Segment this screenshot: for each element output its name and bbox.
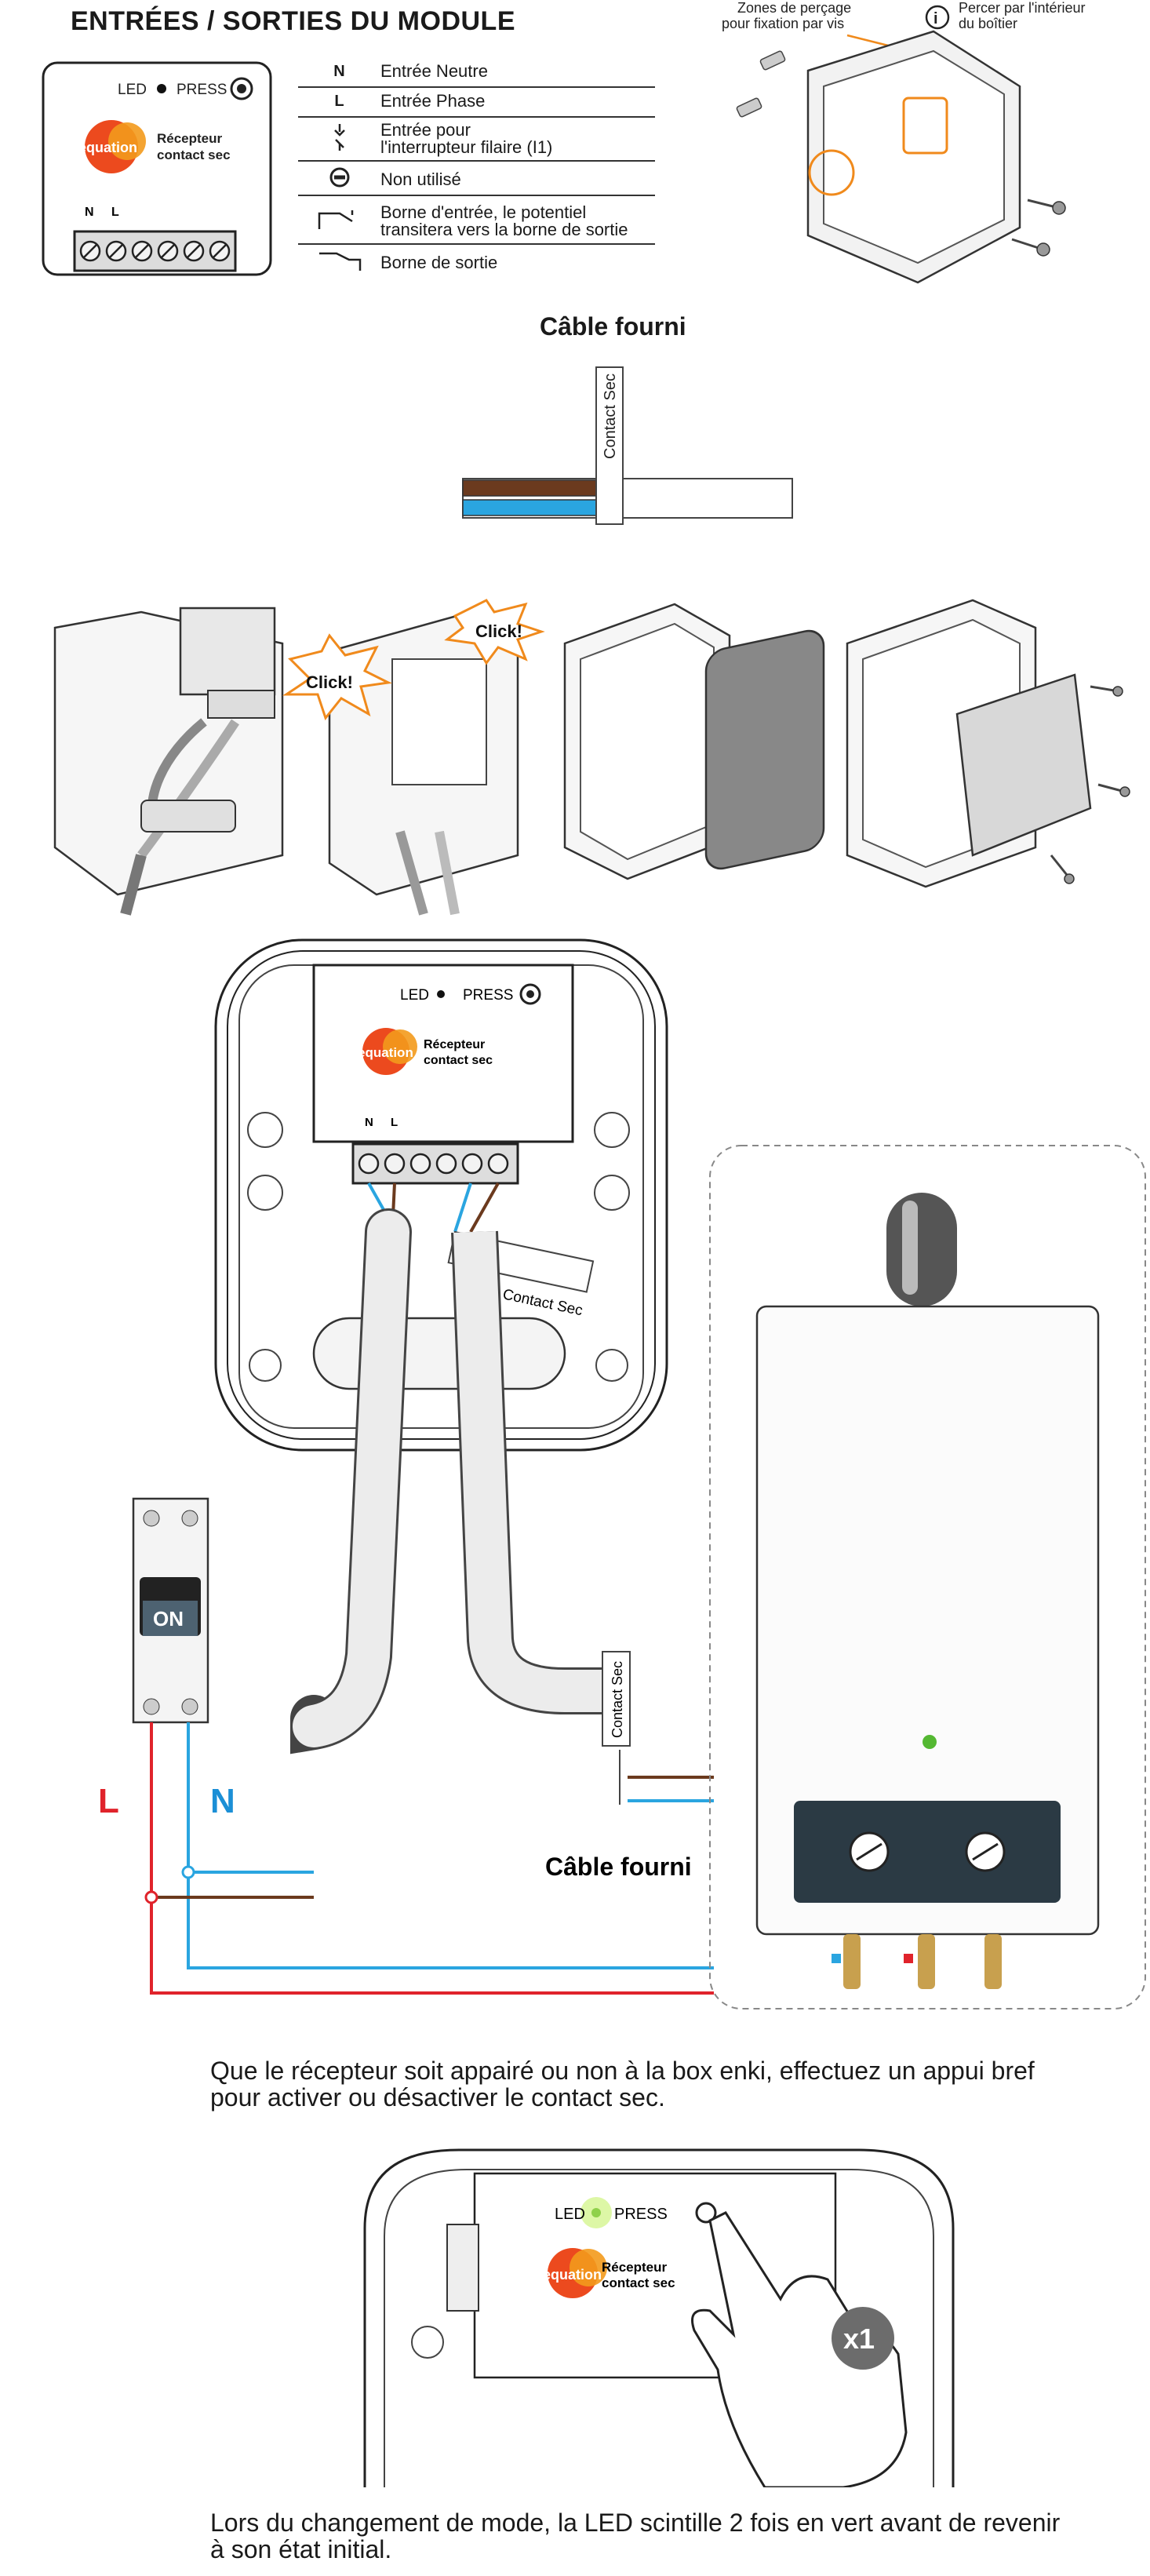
legend-label-line2: transitera vers la borne de sortie xyxy=(380,220,628,239)
installed-brand: equation xyxy=(358,1045,413,1060)
wiring-diagram: LED PRESS equation Récepteur contact sec… xyxy=(98,938,1146,2009)
press-button-icon[interactable] xyxy=(230,77,253,100)
click-burst-icon xyxy=(444,599,545,665)
drill-zone-marker xyxy=(808,149,855,196)
legend-label-line2: l'interrupteur filaire (I1) xyxy=(380,137,553,157)
boiler-flue xyxy=(886,1193,957,1306)
module-press-label: PRESS xyxy=(177,82,227,98)
installed-product-line2: contact sec xyxy=(424,1054,493,1067)
neutral-wire xyxy=(187,1722,714,1969)
installed-press-label: PRESS xyxy=(463,987,513,1004)
press-illustration: LED PRESS equation Récepteur contact sec… xyxy=(363,2148,955,2487)
legend-label: Borne d'entrée, le potentiel xyxy=(380,202,587,222)
led-instruction-line2: à son état initial. xyxy=(210,2535,392,2563)
wiring-sleeve-label: Contact Sec xyxy=(610,1661,625,1738)
module-brand: equation xyxy=(78,140,137,155)
blue-wire xyxy=(462,499,605,516)
output-terminal-icon xyxy=(318,252,361,271)
installed-product-line1: Récepteur xyxy=(424,1038,485,1051)
drill-zones-label: Zones de perçage xyxy=(737,0,851,16)
legend-row: Non utilisé Non utilisé xyxy=(298,165,655,196)
module-diagram: LED PRESS equation Récepteur contact sec… xyxy=(42,61,272,276)
legend-label-visible: Non utilisé xyxy=(380,169,461,189)
legend-row: Entrée pour l'interrupteur filaire (I1) xyxy=(298,118,655,162)
breaker-on-label: ON xyxy=(153,1607,184,1630)
switch-input-icon xyxy=(333,124,345,151)
press-product-line1: Récepteur xyxy=(602,2260,668,2275)
heater-control-panel xyxy=(794,1801,1061,1903)
led-dot-icon xyxy=(157,84,166,93)
cable-title: Câble fourni xyxy=(540,312,686,341)
terminal-l-label: L xyxy=(111,206,119,219)
legend-row: N Entrée Neutre xyxy=(298,56,655,88)
breaker-switch[interactable] xyxy=(143,1601,198,1636)
step-4-illustration xyxy=(846,599,1130,888)
step-2-illustration: Click! Click! xyxy=(282,599,545,916)
svg-text:i: i xyxy=(933,10,938,27)
installed-led-label: LED xyxy=(400,987,429,1004)
step-3-illustration xyxy=(563,603,825,880)
legend-label: Entrée pour xyxy=(380,120,471,140)
terminal-n-label: N xyxy=(85,206,94,219)
heater-led-icon xyxy=(923,1735,937,1749)
press-count: x1 xyxy=(843,2323,875,2355)
legend-symbol: L xyxy=(334,92,344,110)
contact-sec-sleeve xyxy=(595,366,624,525)
pairing-instruction-line2: pour activer ou désactiver le contact se… xyxy=(210,2083,665,2111)
page-title: ENTRÉES / SORTIES DU MODULE xyxy=(71,6,515,36)
legend-row: Borne de sortie xyxy=(298,248,655,278)
input-terminal-icon xyxy=(318,210,353,229)
press-product-line2: contact sec xyxy=(602,2275,675,2290)
brown-wire xyxy=(462,479,605,497)
drill-inside-label: Percer par l'intérieur xyxy=(959,0,1086,16)
led-instruction-line1: Lors du changement de mode, la LED scint… xyxy=(210,2509,1061,2537)
click-label-1: Click! xyxy=(475,621,522,641)
legend-label: Borne de sortie xyxy=(380,253,498,272)
pairing-instruction-line1: Que le récepteur soit appairé ou non à l… xyxy=(210,2057,1035,2085)
legend-label: Entrée Neutre xyxy=(380,61,488,81)
drill-zones-label-line2: pour fixation par vis xyxy=(722,16,844,31)
cable-diagram: Contact Sec xyxy=(462,366,793,525)
wiring-cable-caption: Câble fourni xyxy=(545,1853,692,1881)
mounting-box-diagram: Zones de perçage pour fixation par vis i… xyxy=(722,0,1086,284)
cable-sleeve-label: Contact Sec xyxy=(602,373,619,459)
module-product-line2: contact sec xyxy=(157,148,231,162)
press-press-label: PRESS xyxy=(614,2206,668,2223)
module-product-line1: Récepteur xyxy=(157,131,223,146)
legend-label: Entrée Phase xyxy=(380,91,486,111)
phase-label: L xyxy=(98,1782,119,1820)
installed-press-button[interactable] xyxy=(519,983,541,1005)
step-1-illustration xyxy=(53,607,284,916)
info-icon xyxy=(925,5,950,30)
press-led-label: LED xyxy=(555,2206,585,2223)
hand-pointer-icon xyxy=(691,2211,908,2487)
neutral-label: N xyxy=(210,1782,235,1820)
legend-row: Borne d'entrée, le potentiel transitera … xyxy=(298,199,655,245)
legend-row: L Entrée Phase xyxy=(298,86,655,118)
module-led-label: LED xyxy=(118,82,147,98)
press-count-badge xyxy=(832,2307,894,2370)
unused-icon xyxy=(329,167,349,188)
installation-steps: Click! Click! xyxy=(53,599,1130,916)
drill-inside-label-line2: du boîtier xyxy=(959,16,1017,31)
installed-terminal-l: L xyxy=(391,1116,398,1129)
drill-zone-marker xyxy=(902,97,948,155)
terminal-block xyxy=(73,230,237,272)
click-label-2: Click! xyxy=(306,672,353,692)
phase-wire xyxy=(150,1722,714,1995)
click-burst-icon xyxy=(282,633,392,721)
installed-terminal-n: N xyxy=(365,1116,373,1129)
press-brand: equation xyxy=(543,2267,602,2283)
legend-symbol: N xyxy=(333,62,345,80)
